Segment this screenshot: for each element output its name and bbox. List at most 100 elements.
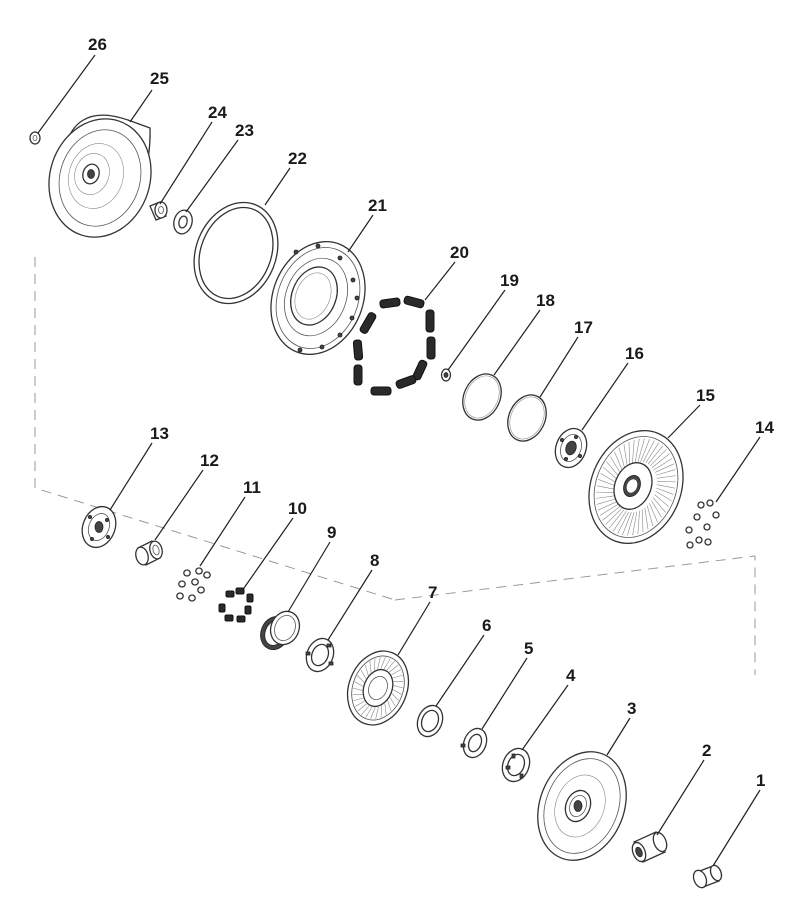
leader-20 (424, 261, 456, 301)
callout-6: 6 (482, 616, 491, 635)
part-19-nut (440, 368, 452, 382)
blade-line (649, 449, 667, 466)
callout-16: 16 (625, 344, 644, 363)
part-4-spline-washer (501, 747, 531, 783)
leader-25 (129, 89, 153, 123)
leader-26 (37, 54, 96, 134)
callout-4: 4 (566, 666, 576, 685)
blade-line (353, 687, 363, 691)
leader-16 (581, 362, 629, 431)
blade-line (645, 442, 660, 464)
blade-line (597, 501, 618, 511)
blade-line (618, 447, 626, 469)
part-14-bolts (685, 499, 720, 549)
part-25-cover-housing (48, 114, 152, 238)
blade-line (599, 503, 619, 516)
blade-line (380, 657, 386, 669)
blade-line (653, 458, 673, 471)
part-26-nut (29, 131, 41, 145)
blade-line (370, 707, 376, 719)
blade-line (632, 439, 635, 464)
blade-line (608, 509, 625, 529)
blade-line (391, 693, 399, 701)
blade-line (373, 658, 376, 671)
blade-line (377, 657, 381, 670)
part-23-washer (173, 209, 193, 235)
blade-line (617, 511, 630, 534)
callout-23: 23 (235, 121, 254, 140)
leader-2 (656, 759, 705, 836)
blade-line (354, 681, 363, 687)
leader-13 (109, 442, 153, 511)
leader-3 (606, 717, 631, 756)
blade-line (354, 700, 365, 707)
blade-line (647, 445, 664, 465)
part-20-damper-springs (352, 295, 436, 396)
callout-22: 22 (288, 149, 307, 168)
part-12-bearing (135, 540, 163, 566)
blade-line (387, 700, 392, 712)
blade-line (369, 661, 372, 673)
blade-line (375, 706, 379, 719)
callout-8: 8 (370, 551, 379, 570)
blade-line (637, 438, 645, 462)
part-17-o-ring (507, 394, 547, 442)
blade-line (393, 685, 403, 689)
part-15-turbine-disc (588, 429, 684, 545)
callout-7: 7 (428, 583, 437, 602)
part-3-impeller (537, 751, 627, 861)
blade-line (655, 491, 672, 501)
leader-1 (712, 789, 761, 867)
blade-line (389, 664, 399, 673)
leader-10 (243, 517, 294, 589)
part-11-rollers (176, 567, 211, 602)
callout-10: 10 (288, 499, 307, 518)
blade-line (651, 453, 670, 468)
callout-20: 20 (450, 243, 469, 262)
blade-line (649, 503, 658, 523)
assembly-guide-line (34, 257, 756, 675)
blade-line (386, 660, 395, 671)
callout-11: 11 (243, 478, 261, 497)
blade-line (392, 674, 403, 679)
blade-line (656, 484, 676, 489)
part-21-piston-plate (270, 240, 366, 356)
leader-12 (154, 469, 204, 541)
leader-7 (397, 601, 431, 656)
blade-line (655, 469, 676, 476)
blade-line (393, 689, 402, 695)
leader-14 (715, 436, 761, 503)
leader-9 (287, 541, 331, 613)
blade-line (622, 512, 632, 536)
part-18-o-ring (462, 373, 502, 421)
blade-line (637, 510, 640, 535)
callout-labels: 26 25 24 23 22 21 20 19 18 17 16 15 14 1… (88, 35, 774, 790)
part-7-stator (346, 650, 410, 726)
blade-line (598, 479, 616, 487)
blade-line (640, 438, 650, 462)
callout-17: 17 (574, 318, 593, 337)
blade-line (365, 706, 373, 718)
blade-line (600, 473, 617, 483)
callout-1: 1 (756, 771, 765, 790)
blade-line (634, 438, 640, 463)
blade-line (360, 669, 367, 679)
leader-11 (199, 496, 246, 567)
blade-line (628, 441, 631, 465)
part-9-outer-race (260, 610, 301, 651)
blade-line (603, 467, 618, 480)
blade-line (384, 703, 387, 715)
callout-15: 15 (696, 386, 715, 405)
callout-2: 2 (702, 741, 711, 760)
blade-line (612, 510, 627, 532)
blade-line (614, 451, 623, 471)
leader-lines (37, 54, 761, 867)
blade-line (642, 440, 655, 463)
leader-24 (159, 121, 213, 205)
leader-21 (347, 214, 374, 253)
part-16-hub (554, 427, 588, 469)
blade-line (380, 705, 383, 718)
blade-line (605, 508, 623, 525)
blade-line (627, 512, 635, 536)
leader-5 (481, 657, 528, 730)
